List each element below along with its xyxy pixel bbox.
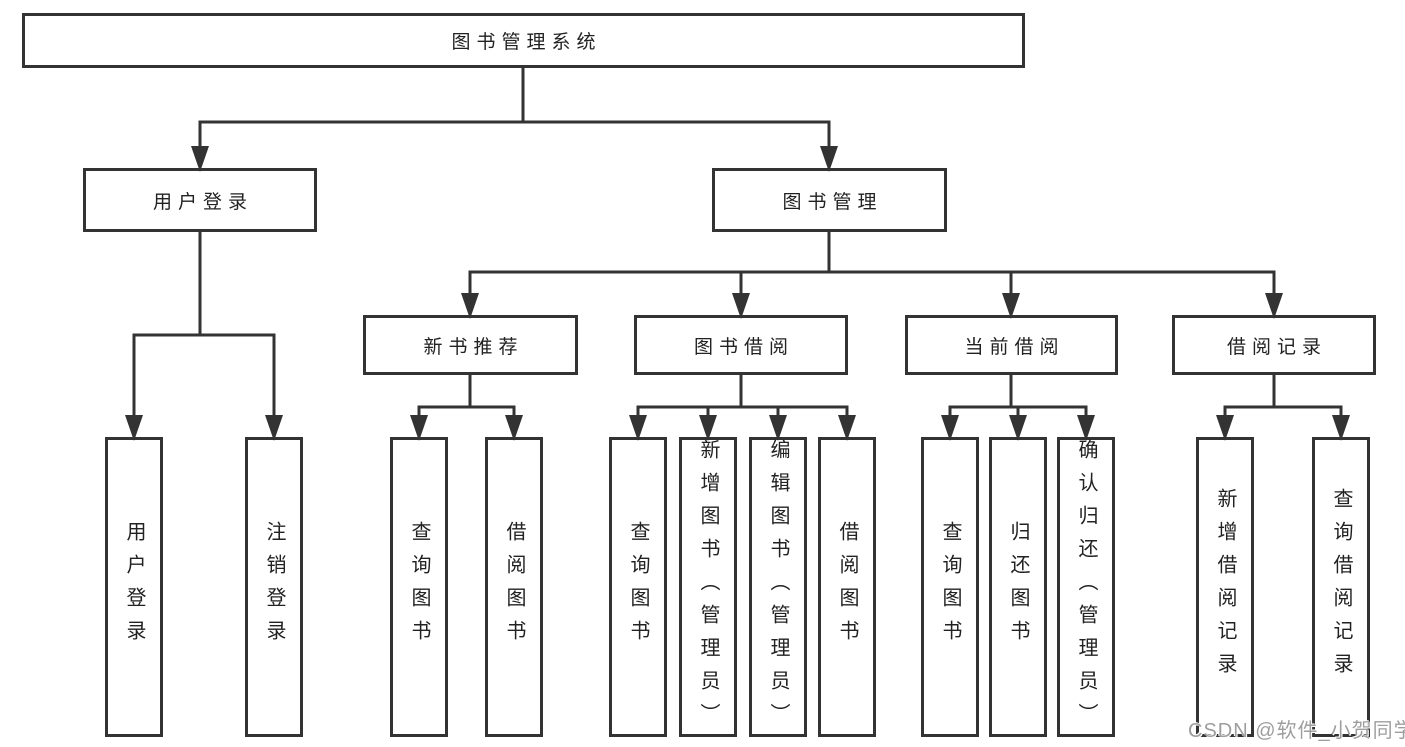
node-user-login: 用户登录	[83, 168, 317, 232]
node-label: 注销登录	[263, 521, 285, 653]
leaf-records-add-record: 新增借阅记录	[1196, 437, 1254, 737]
node-current-borrowing: 当前借阅	[905, 315, 1118, 375]
node-label: 图书借阅	[693, 336, 794, 358]
node-new-book-recommendation: 新书推荐	[363, 315, 578, 375]
node-label: 图书管理	[782, 191, 883, 213]
leaf-borrowing-query-book: 查询图书	[609, 437, 667, 737]
watermark: CSDN @软件_小贺同学	[1188, 720, 1405, 742]
node-label: 用户登录	[152, 191, 253, 213]
node-book-management: 图书管理	[712, 168, 947, 232]
node-label: 查询图书	[939, 521, 961, 653]
leaf-records-query-record: 查询借阅记录	[1312, 437, 1370, 737]
node-label: 当前借阅	[964, 336, 1065, 358]
leaf-current-confirm-return-admin: 确认归还（管理员）	[1057, 437, 1115, 737]
node-label: 编辑图书（管理员）	[767, 438, 789, 736]
leaf-borrowing-add-book-admin: 新增图书（管理员）	[679, 437, 737, 737]
node-label: 查询图书	[627, 521, 649, 653]
node-label: 用户登录	[123, 521, 145, 653]
node-label: 确认归还（管理员）	[1075, 438, 1097, 736]
leaf-recommend-borrow-book: 借阅图书	[485, 437, 543, 737]
node-label: 查询图书	[408, 521, 430, 653]
leaf-current-return-book: 归还图书	[989, 437, 1047, 737]
node-label: 新书推荐	[423, 336, 524, 358]
node-label: 归还图书	[1007, 521, 1029, 653]
node-label: 借阅图书	[503, 521, 525, 653]
node-borrowing-records: 借阅记录	[1172, 315, 1376, 375]
leaf-recommend-query-book: 查询图书	[390, 437, 448, 737]
node-library-system: 图书管理系统	[22, 13, 1025, 68]
node-label: 图书管理系统	[451, 32, 602, 53]
leaf-logout: 注销登录	[245, 437, 303, 737]
node-label: 新增图书（管理员）	[697, 438, 719, 736]
leaf-borrowing-edit-book-admin: 编辑图书（管理员）	[749, 437, 807, 737]
node-label: 新增借阅记录	[1214, 488, 1236, 686]
node-book-borrowing: 图书借阅	[634, 315, 848, 375]
leaf-current-query-book: 查询图书	[921, 437, 979, 737]
leaf-borrowing-borrow-book: 借阅图书	[818, 437, 876, 737]
node-label: 借阅记录	[1226, 336, 1327, 358]
leaf-user-login: 用户登录	[105, 437, 163, 737]
node-label: 查询借阅记录	[1330, 488, 1352, 686]
node-label: 借阅图书	[836, 521, 858, 653]
